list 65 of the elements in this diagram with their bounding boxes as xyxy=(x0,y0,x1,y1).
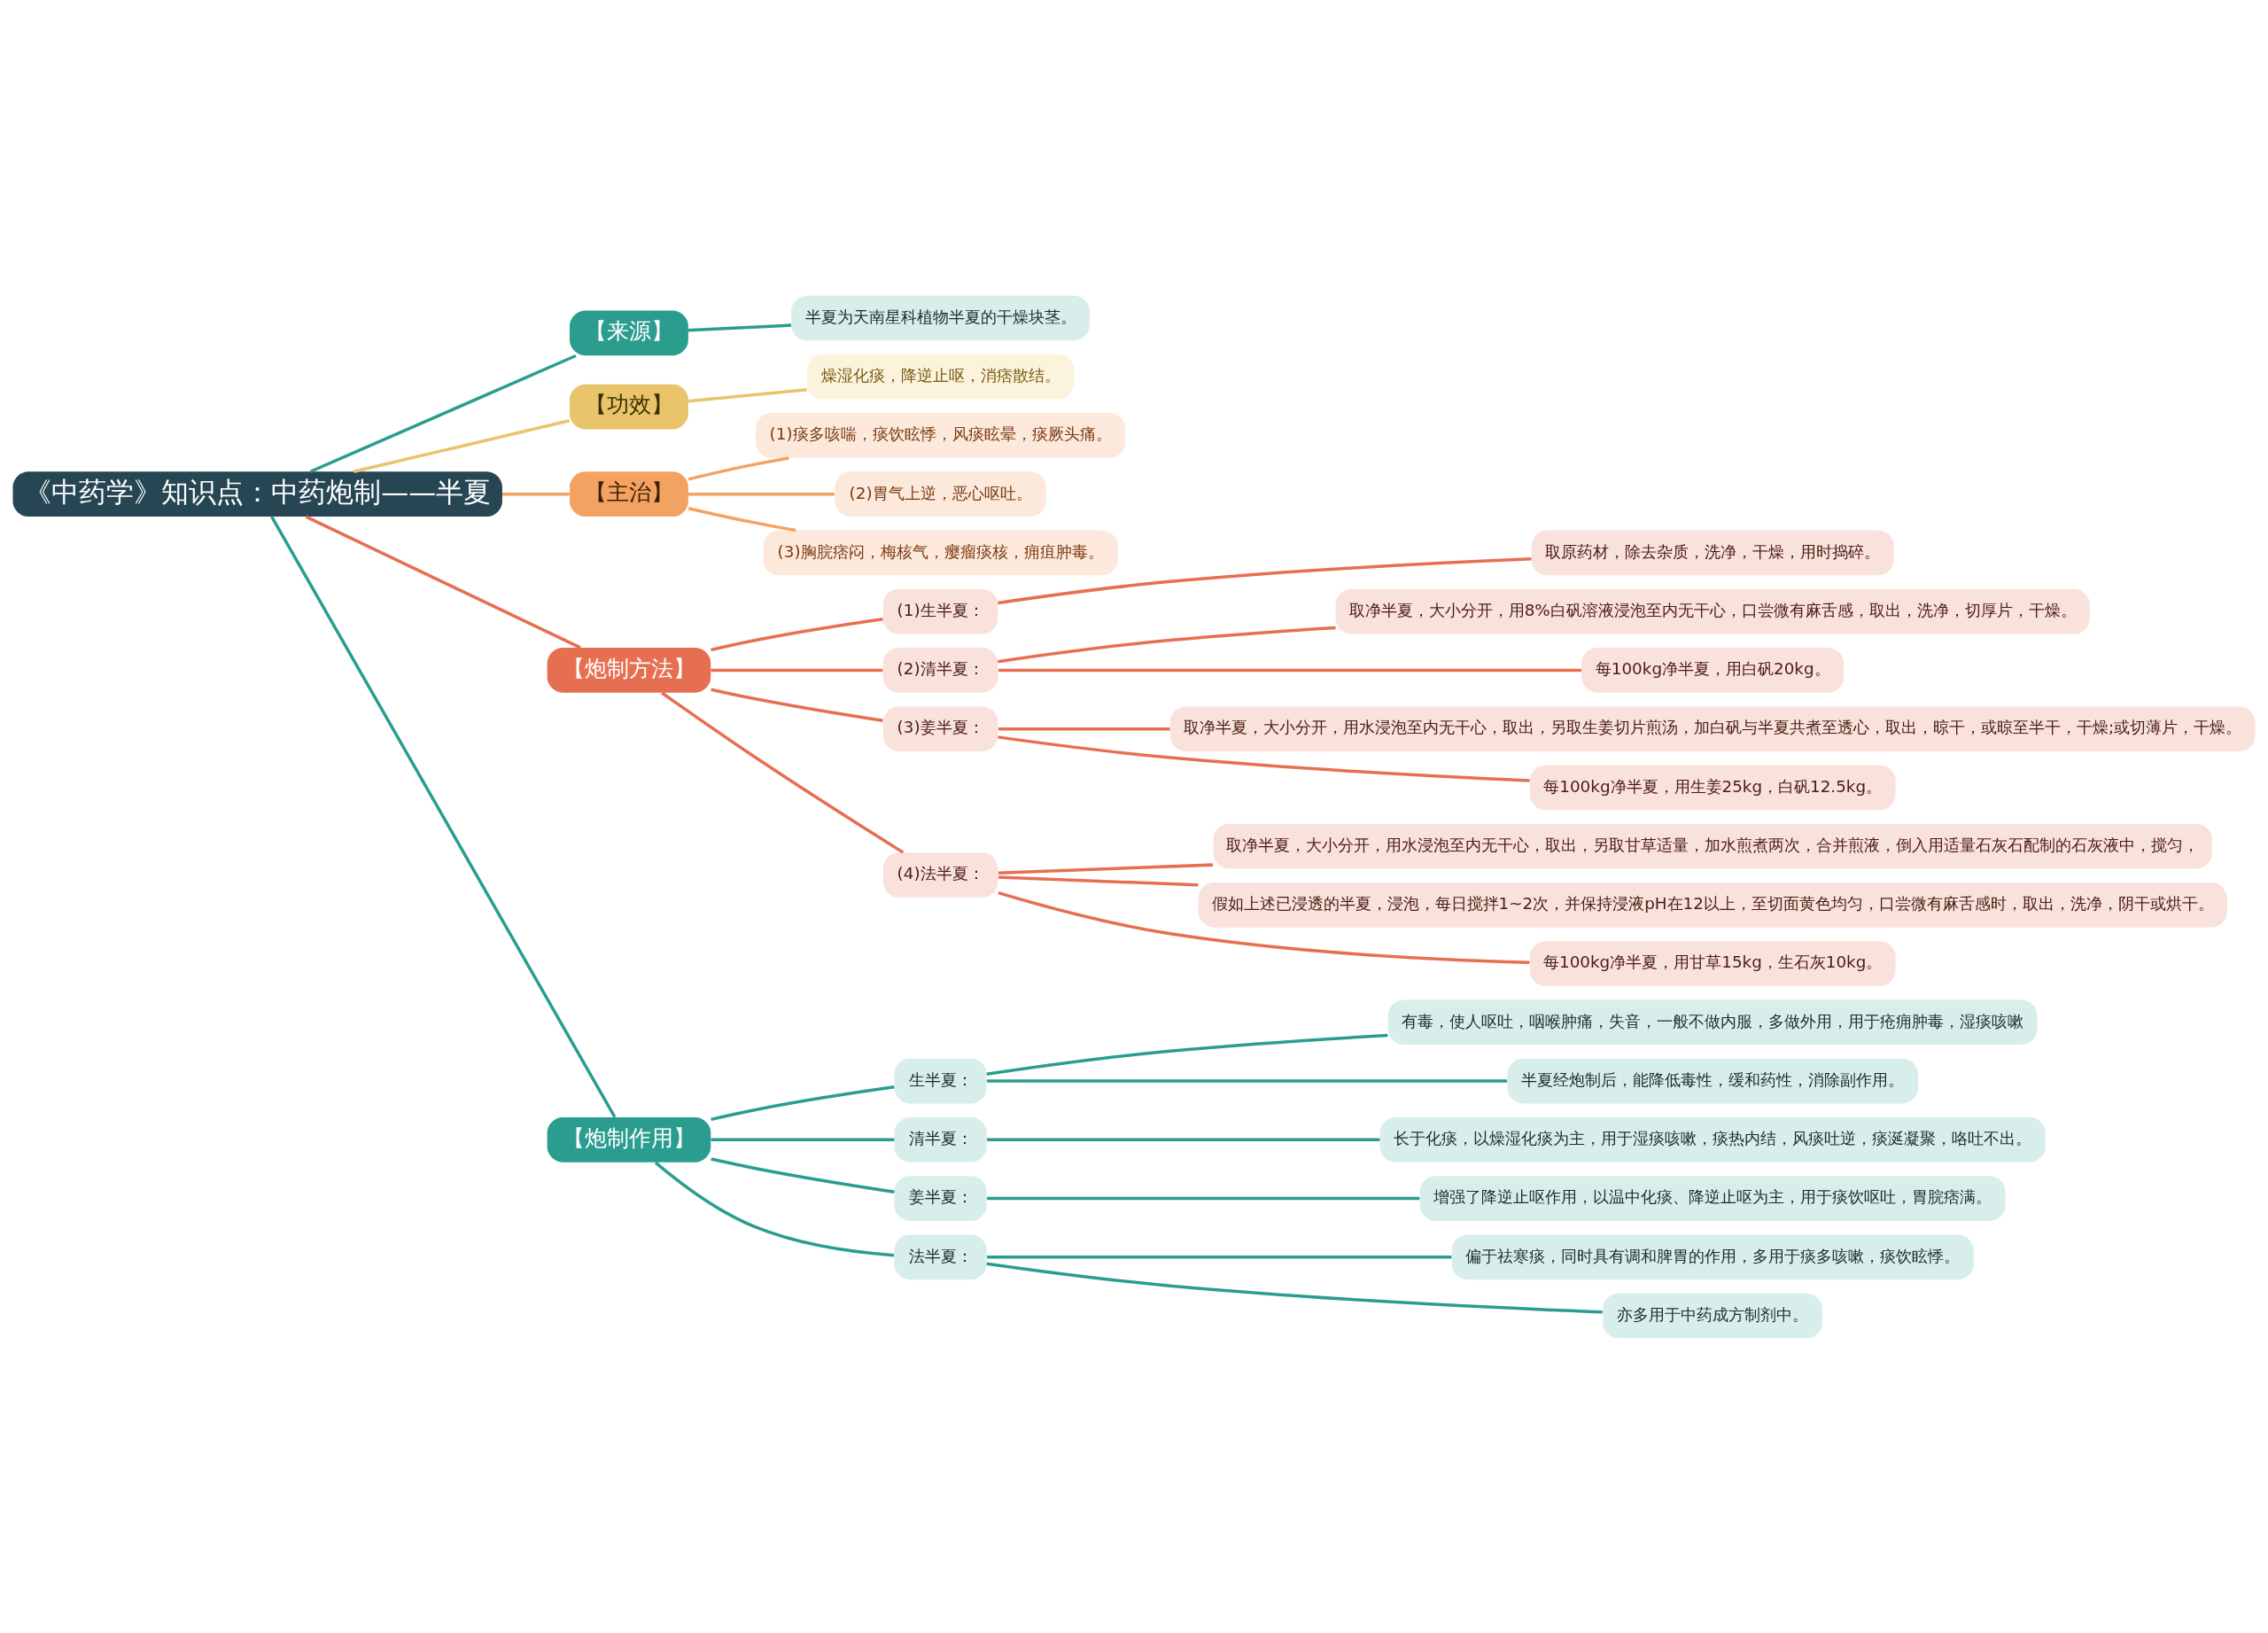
node-box: 长于化痰，以燥湿化痰为主，用于湿痰咳嗽，痰热内结，风痰吐逆，痰涎凝聚，咯吐不出。 xyxy=(1379,1116,2046,1163)
connector xyxy=(501,492,570,495)
connector xyxy=(987,1196,1420,1200)
connector xyxy=(711,668,883,672)
node-box: 半夏为天南星科植物半夏的干燥块茎。 xyxy=(791,295,1090,340)
node-box: 每100kg净半夏，用白矾20kg。 xyxy=(1581,647,1845,693)
connector xyxy=(998,890,1530,964)
node-box: 取净半夏，大小分开，用8%白矾溶液浸泡至内无干心，口尝微有麻舌感，取出，洗净，切厚片，干燥。 xyxy=(1335,588,2090,634)
connector xyxy=(998,735,1530,782)
connector xyxy=(711,617,883,651)
node-box: (4)法半夏： xyxy=(882,851,998,898)
connector xyxy=(687,506,796,532)
connector xyxy=(998,556,1532,604)
node-box: (2)胃气上逆，恶心呕吐。 xyxy=(835,470,1046,517)
node-box: 【炮制方法】 xyxy=(547,647,711,693)
node-box: 每100kg净半夏，用甘草15kg，生石灰10kg。 xyxy=(1529,940,1896,986)
node-box: 燥湿化痰，降逆止呕，消痞散结。 xyxy=(806,354,1075,400)
connector xyxy=(711,1156,895,1194)
connector xyxy=(711,687,883,722)
connector xyxy=(309,354,577,473)
node-box: (1)生半夏： xyxy=(882,588,998,634)
node-box: 【炮制作用】 xyxy=(547,1116,711,1163)
connector xyxy=(986,1261,1603,1313)
connector xyxy=(305,515,581,649)
connector xyxy=(711,1138,895,1141)
connector xyxy=(998,668,1582,672)
node-box: 有毒，使人呕吐，咽喉肿痛，失音，一般不做内服，多做外用，用于疮痈肿毒，湿痰咳嗽 xyxy=(1387,999,2038,1045)
node-box: (3)姜半夏： xyxy=(882,705,998,751)
connector xyxy=(986,1033,1388,1076)
node-box: 每100kg净半夏，用生姜25kg，白矾12.5kg。 xyxy=(1529,765,1896,810)
node-box: 取净半夏，大小分开，用水浸泡至内无干心，取出，另取生姜切片煎汤，加白矾与半夏共煮至透心，取出，晾干，或晾至半干，干燥;或切薄片，干燥。 xyxy=(1169,705,2256,751)
connector xyxy=(353,418,571,473)
node-box: 法半夏： xyxy=(894,1233,987,1279)
node-box: 增强了降逆止呕作用，以温中化痰、降逆止呕为主，用于痰饮呕吐，胃脘痞满。 xyxy=(1419,1175,2006,1221)
connector xyxy=(998,875,1199,887)
connector xyxy=(711,1085,895,1121)
connector xyxy=(687,455,789,481)
connector xyxy=(687,387,807,402)
node-box: 清半夏： xyxy=(894,1116,987,1163)
connector xyxy=(661,691,905,854)
node-box: (1)痰多咳喘，痰饮眩悸，风痰眩晕，痰厥头痛。 xyxy=(756,412,1126,458)
node-box: 【来源】 xyxy=(570,310,688,355)
connector xyxy=(998,727,1170,730)
node-box: 取原药材，除去杂质，洗净，干燥，用时捣碎。 xyxy=(1531,530,1894,575)
connector xyxy=(687,323,792,331)
connector xyxy=(687,492,835,495)
node-box: 假如上述已浸透的半夏，浸泡，每日搅拌1~2次，并保持浸液pH在12以上，至切面黄色均匀，口尝微有麻舌感时，取出，洗净，阴干或烘干。 xyxy=(1198,882,2227,928)
node-box: 取净半夏，大小分开，用水浸泡至内无干心，取出，另取甘草适量，加水煎煮两次，合并煎液，倒入用适量石灰石配制的石灰液中，搅匀， xyxy=(1213,823,2212,868)
node-box: (3)胸脘痞闷，梅核气，瘿瘤痰核，痈疽肿毒。 xyxy=(763,530,1118,575)
connector xyxy=(654,1161,895,1256)
connector xyxy=(987,1255,1452,1258)
node-box: (2)清半夏： xyxy=(882,647,998,693)
node-box: 【功效】 xyxy=(570,384,688,429)
node-box: 《中药学》知识点：中药炮制——半夏 xyxy=(12,470,502,517)
node-box: 【主治】 xyxy=(570,470,688,517)
connector xyxy=(998,862,1214,875)
connector xyxy=(987,1138,1380,1141)
node-box: 姜半夏： xyxy=(894,1175,987,1221)
connector xyxy=(998,626,1336,663)
node-box: 生半夏： xyxy=(894,1058,987,1103)
connector xyxy=(270,515,617,1117)
node-box: 亦多用于中药成方制剂中。 xyxy=(1603,1293,1823,1338)
connector xyxy=(987,1078,1508,1083)
node-box: 半夏经炮制后，能降低毒性，缓和药性，消除副作用。 xyxy=(1507,1058,1918,1103)
node-box: 偏于祛寒痰，同时具有调和脾胃的作用，多用于痰多咳嗽，痰饮眩悸。 xyxy=(1451,1233,1974,1279)
